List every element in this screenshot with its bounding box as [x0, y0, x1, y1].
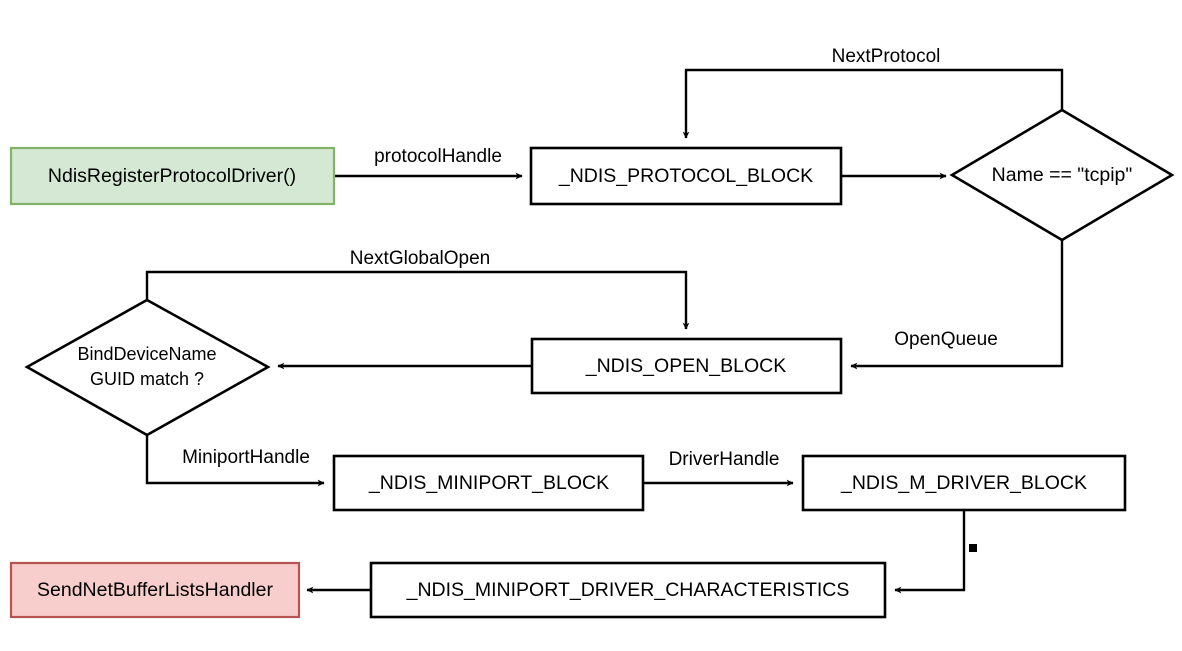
node-ndis-open-block-label: _NDIS_OPEN_BLOCK [585, 355, 787, 377]
node-ndis-register-protocol-driver[interactable]: NdisRegisterProtocolDriver() [9, 146, 336, 206]
edge-miniport-handle-label: MiniportHandle [182, 447, 310, 468]
edge-driver-handle-label: DriverHandle [669, 449, 780, 470]
edge-miniport-handle: MiniportHandle [145, 435, 325, 487]
edge-next-protocol: NextProtocol [682, 46, 1064, 139]
node-send-net-buffer-lists-handler-label: SendNetBufferListsHandler [37, 579, 273, 601]
node-ndis-m-driver-block-label: _NDIS_M_DRIVER_BLOCK [840, 472, 1087, 494]
node-ndis-register-protocol-driver-label: NdisRegisterProtocolDriver() [48, 165, 296, 187]
node-ndis-miniport-driver-characteristics-label: _NDIS_MINIPORT_DRIVER_CHARACTERISTICS [406, 579, 850, 601]
node-ndis-protocol-block[interactable]: _NDIS_PROTOCOL_BLOCK [529, 146, 843, 206]
edge-next-global-open: NextGlobalOpen [145, 248, 690, 330]
node-ndis-open-block[interactable]: _NDIS_OPEN_BLOCK [530, 337, 843, 395]
node-bind-device-name-decision-label-line1: BindDeviceName [77, 344, 216, 364]
node-send-net-buffer-lists-handler[interactable]: SendNetBufferListsHandler [9, 561, 301, 619]
node-ndis-miniport-driver-characteristics[interactable]: _NDIS_MINIPORT_DRIVER_CHARACTERISTICS [369, 561, 887, 619]
node-ndis-miniport-block[interactable]: _NDIS_MINIPORT_BLOCK [332, 454, 645, 512]
edge-driver-handle: DriverHandle [643, 449, 794, 487]
square-marker-annotation [969, 544, 977, 552]
node-ndis-miniport-block-label: _NDIS_MINIPORT_BLOCK [368, 472, 609, 494]
edge-open-queue: OpenQueue [850, 240, 1064, 370]
node-ndis-protocol-block-label: _NDIS_PROTOCOL_BLOCK [558, 165, 813, 187]
node-bind-device-name-decision-label-line2: GUID match ? [90, 369, 204, 389]
edge-driver-to-characteristics [894, 510, 966, 594]
node-name-tcpip-decision-label: Name == "tcpip" [992, 164, 1133, 186]
edge-protocol-handle-label: protocolHandle [374, 146, 502, 167]
node-bind-device-name-decision[interactable]: BindDeviceName GUID match ? [24, 298, 271, 437]
node-name-tcpip-decision[interactable]: Name == "tcpip" [949, 108, 1175, 242]
node-ndis-m-driver-block[interactable]: _NDIS_M_DRIVER_BLOCK [801, 454, 1127, 512]
edge-open-queue-label: OpenQueue [894, 329, 998, 350]
edge-protocol-handle: protocolHandle [334, 146, 523, 180]
edge-next-global-open-label: NextGlobalOpen [350, 248, 490, 269]
edge-next-protocol-label: NextProtocol [832, 46, 941, 67]
